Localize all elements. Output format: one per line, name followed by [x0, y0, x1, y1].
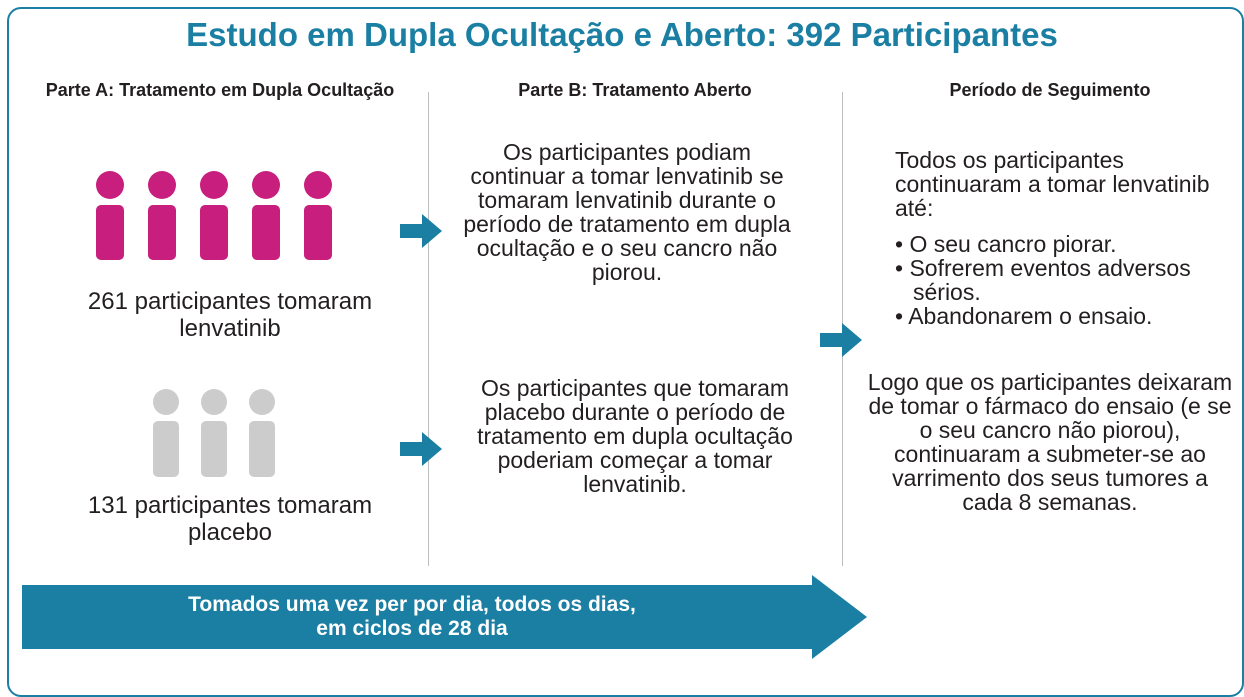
follow-up-bullet: O seu cancro piorar. [895, 232, 1215, 256]
person-icon [252, 171, 280, 260]
follow-up-bullet: Sofrerem eventos adversos sérios. [895, 256, 1215, 304]
follow-up-closing: Logo que os participantes deixaram de to… [867, 369, 1233, 515]
follow-up-bullet-list: O seu cancro piorar. Sofrerem eventos ad… [895, 232, 1215, 328]
divider-left [428, 92, 429, 566]
cycle-banner-text: Tomados uma vez per por dia, todos os di… [22, 593, 802, 641]
lenvatinib-group-caption: 261 participantes tomaram lenvatinib [87, 288, 373, 342]
part-a-heading: Parte A: Tratamento em Dupla Ocultação [45, 80, 395, 100]
person-icon [153, 389, 179, 477]
person-icon [201, 389, 227, 477]
part-b-lenvatinib-text: Os participantes podiam continuar a toma… [463, 139, 791, 285]
arrow-right-icon [400, 432, 442, 466]
cycle-banner-line1: Tomados uma vez per por dia, todos os di… [188, 593, 636, 616]
person-icon [249, 389, 275, 477]
person-icon [200, 171, 228, 260]
cycle-banner-arrow [22, 575, 867, 659]
follow-up-heading: Período de Seguimento [949, 80, 1151, 100]
person-icon [96, 171, 124, 260]
person-icon [304, 171, 332, 260]
part-b-heading: Parte B: Tratamento Aberto [518, 80, 752, 100]
page-title: Estudo em Dupla Ocultação e Aberto: 392 … [186, 16, 1058, 53]
follow-up-intro: Todos os participantes continuaram a tom… [895, 147, 1210, 221]
part-b-placebo-text: Os participantes que tomaram placebo dur… [477, 375, 793, 497]
follow-up-bullet: Abandonarem o ensaio. [895, 304, 1215, 328]
placebo-people-icons [153, 389, 275, 477]
arrow-right-icon [820, 323, 862, 357]
arrow-right-icon [400, 214, 442, 248]
person-icon [148, 171, 176, 260]
placebo-group-caption: 131 participantes tomaram placebo [87, 492, 373, 546]
cycle-banner-line2: em ciclos de 28 dia [316, 617, 508, 640]
lenvatinib-people-icons [96, 171, 332, 260]
